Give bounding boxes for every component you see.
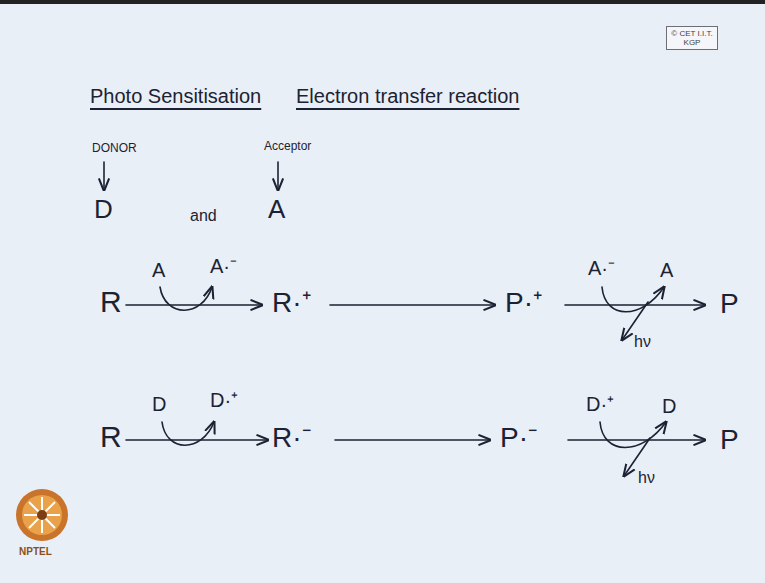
nptel-logo	[16, 489, 68, 541]
down-arrow	[277, 162, 279, 190]
light-symbol: hν	[634, 334, 651, 350]
product-symbol: P	[720, 426, 739, 454]
sensitiser-symbol: D	[662, 396, 676, 416]
down-arrow	[103, 162, 105, 190]
light-symbol: hν	[638, 470, 655, 486]
radical-ion: R·⁺	[272, 289, 311, 317]
species-symbol: A	[268, 196, 285, 222]
reactant-symbol: R	[100, 287, 122, 317]
radical-ion: D·⁺	[210, 390, 238, 410]
sensitiser-symbol: A	[660, 260, 673, 280]
curved-arrow	[600, 422, 666, 448]
logo-text: NPTEL	[19, 547, 52, 557]
sensitiser-symbol: A	[152, 260, 165, 280]
radical-ion: P·⁺	[505, 289, 542, 317]
curved-arrow	[602, 287, 664, 312]
curved-arrow	[162, 422, 214, 445]
copyright-text: © CET I.I.T. KGP	[670, 29, 714, 47]
product-symbol: P	[720, 290, 739, 318]
radical-ion: D·⁺	[586, 394, 614, 414]
radical-ion: P·⁻	[500, 424, 537, 452]
role-label: Acceptor	[264, 140, 311, 152]
reaction-arrow	[126, 304, 262, 306]
radical-ion: A·⁻	[588, 258, 615, 278]
radical-ion: A·⁻	[210, 256, 237, 276]
sensitiser-symbol: D	[152, 394, 166, 414]
reactant-symbol: R	[100, 422, 122, 452]
heading: Electron transfer reaction	[296, 86, 519, 106]
species-symbol: D	[94, 196, 113, 222]
reaction-arrow	[568, 439, 705, 441]
reaction-arrow	[565, 304, 705, 306]
conjunction: and	[190, 208, 217, 224]
heading: Photo Sensitisation	[90, 86, 261, 106]
role-label: DONOR	[92, 142, 137, 154]
reaction-arrow	[335, 439, 490, 441]
top-band	[0, 0, 765, 4]
curved-arrow	[160, 287, 212, 310]
copyright-box: © CET I.I.T. KGP	[666, 26, 718, 50]
reaction-arrow	[330, 304, 495, 306]
reaction-arrow	[126, 439, 268, 441]
radical-ion: R·⁻	[272, 424, 311, 452]
